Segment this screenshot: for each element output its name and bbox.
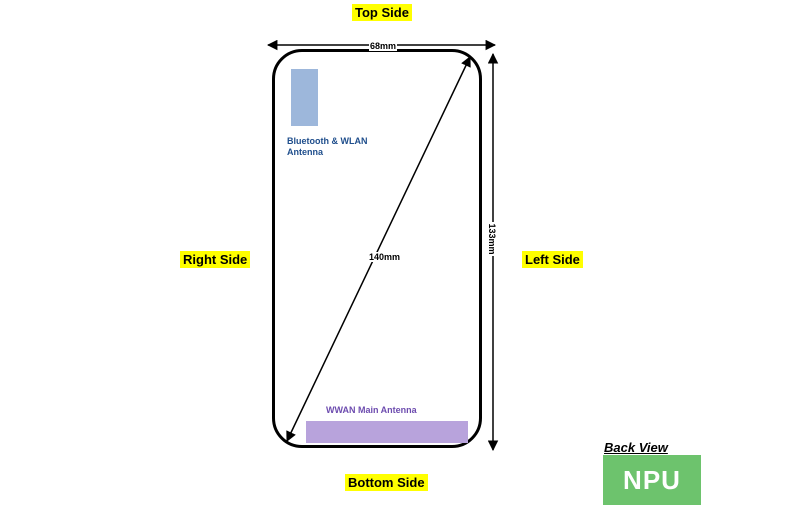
npu-logo: NPU xyxy=(603,455,701,505)
back-view-label: Back View xyxy=(604,440,668,455)
height-dimension-label: 133mm xyxy=(487,222,497,256)
diagonal-arrow xyxy=(286,56,471,442)
top-side-label: Top Side xyxy=(352,4,412,21)
left-side-label: Left Side xyxy=(522,251,583,268)
bottom-side-label: Bottom Side xyxy=(345,474,428,491)
width-dimension-label: 68mm xyxy=(369,41,398,51)
diagonal-dimension-label: 140mm xyxy=(368,252,402,262)
npu-logo-text: NPU xyxy=(623,464,681,495)
height-dimension-label-wrap: 133mm xyxy=(487,214,502,264)
right-side-label: Right Side xyxy=(180,251,251,268)
